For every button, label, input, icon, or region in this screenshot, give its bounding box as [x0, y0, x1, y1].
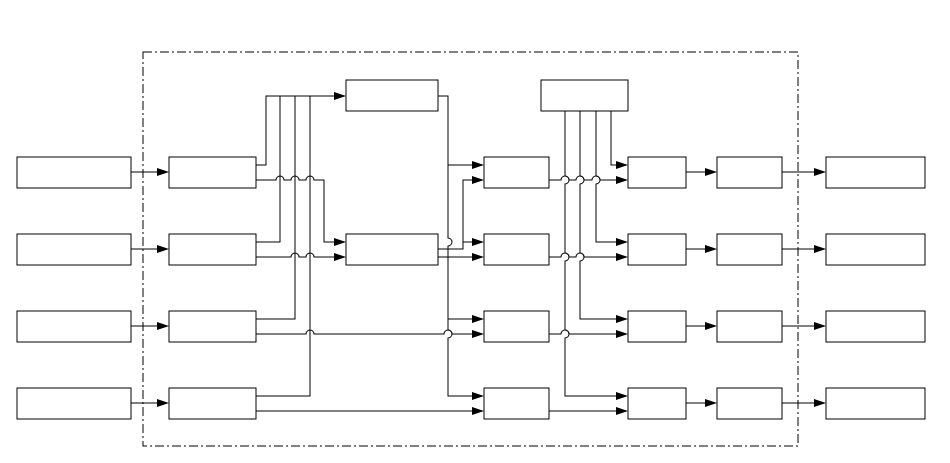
output-block-2: [825, 233, 926, 266]
stage3-block-4: [627, 387, 687, 420]
stage4-block-1: [716, 156, 783, 189]
stage2-block-4: [483, 387, 550, 420]
input-connectors: [131, 168, 169, 407]
stage4-block-2: [716, 233, 783, 266]
control-block: [540, 79, 629, 112]
stage2-to-stage3: [549, 175, 628, 415]
output-block-3: [825, 310, 926, 343]
stage3-block-1: [627, 156, 687, 189]
upper-bus: [256, 92, 346, 397]
stage1-block-2: [168, 233, 257, 266]
stage1-block-4: [168, 387, 257, 420]
output-connectors: [782, 168, 826, 407]
stage4-block-3: [716, 310, 783, 343]
stage3-block-2: [627, 233, 687, 266]
stage3-block-3: [627, 310, 687, 343]
output-block-1: [825, 156, 926, 189]
input-block-1: [16, 156, 132, 189]
stage2-block-2: [483, 233, 550, 266]
stage2-block-1: [483, 156, 550, 189]
center-bus: [256, 175, 346, 261]
stage1-block-1: [168, 156, 257, 189]
upper-center-distribution: [438, 95, 484, 400]
direct-bus: [256, 329, 484, 415]
center-block: [345, 233, 439, 266]
input-block-3: [16, 310, 132, 343]
stage2-block-3: [483, 310, 550, 343]
upper-center-block: [345, 79, 439, 112]
stage4-block-4: [716, 387, 783, 420]
center-distribution: [438, 176, 484, 261]
input-block-2: [16, 233, 132, 266]
input-block-4: [16, 387, 132, 420]
stage1-block-3: [168, 310, 257, 343]
stage3-to-stage4: [686, 168, 717, 407]
output-block-4: [825, 387, 926, 420]
